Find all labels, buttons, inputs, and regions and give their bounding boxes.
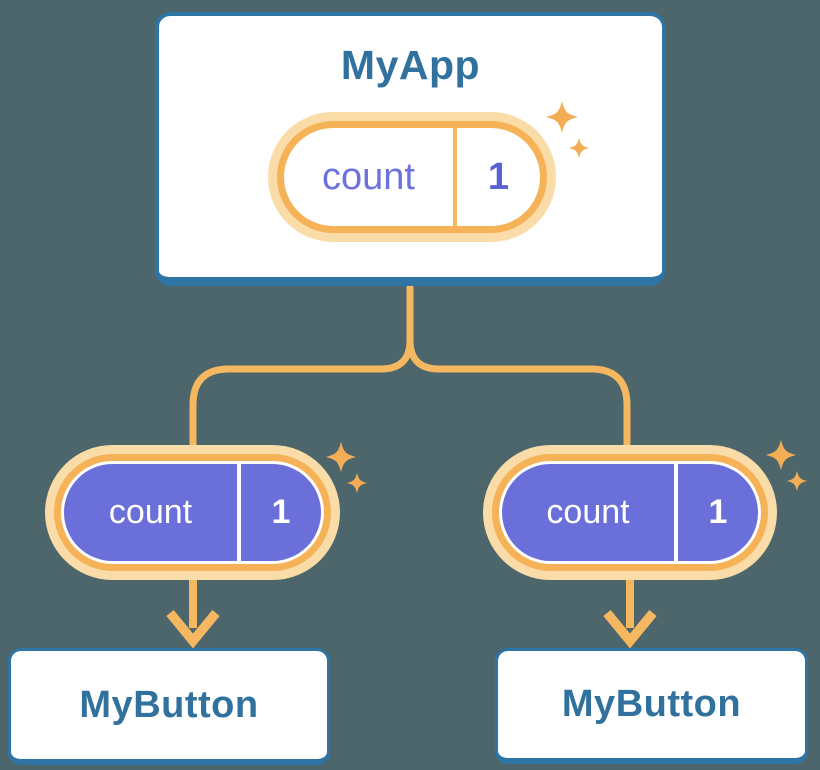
sparkle-icon — [325, 441, 357, 473]
component-title-myapp: MyApp — [340, 42, 481, 88]
arrow-down-right-head — [603, 609, 657, 649]
component-card-mybutton-left: MyButton — [8, 648, 330, 765]
prop-pill-left: count 1 — [45, 445, 340, 580]
pill-divider — [453, 128, 457, 226]
component-card-mybutton-right: MyButton — [495, 648, 808, 764]
component-title-mybutton: MyButton — [561, 683, 742, 725]
sparkle-icon — [346, 472, 368, 494]
edge-root-to-right-child — [406, 280, 631, 460]
component-card-myapp: MyApp count 1 — [155, 12, 665, 286]
prop-pill-value: 1 — [271, 493, 291, 531]
state-pill-value: 1 — [487, 155, 510, 198]
edge-root-to-left-child — [189, 280, 414, 460]
pill-divider — [237, 464, 241, 561]
prop-pill-ring: count 1 — [492, 454, 768, 571]
prop-pill-label: count — [546, 493, 630, 531]
state-pill-label: count — [322, 155, 415, 198]
component-title-mybutton: MyButton — [79, 683, 259, 726]
prop-pill-ring: count 1 — [54, 454, 331, 571]
sparkle-icon — [765, 439, 797, 471]
pill-divider — [674, 464, 678, 561]
arrow-down-left-head — [166, 609, 220, 649]
prop-pill-label: count — [108, 493, 193, 531]
state-pill-myapp: count 1 — [268, 112, 556, 242]
prop-pill-value: 1 — [708, 493, 728, 531]
state-pill-ring: count 1 — [277, 121, 547, 233]
prop-pill-right: count 1 — [483, 445, 777, 580]
sparkle-icon — [786, 470, 808, 492]
prop-pill-body: count 1 — [502, 464, 758, 561]
prop-pill-body: count 1 — [64, 464, 321, 561]
